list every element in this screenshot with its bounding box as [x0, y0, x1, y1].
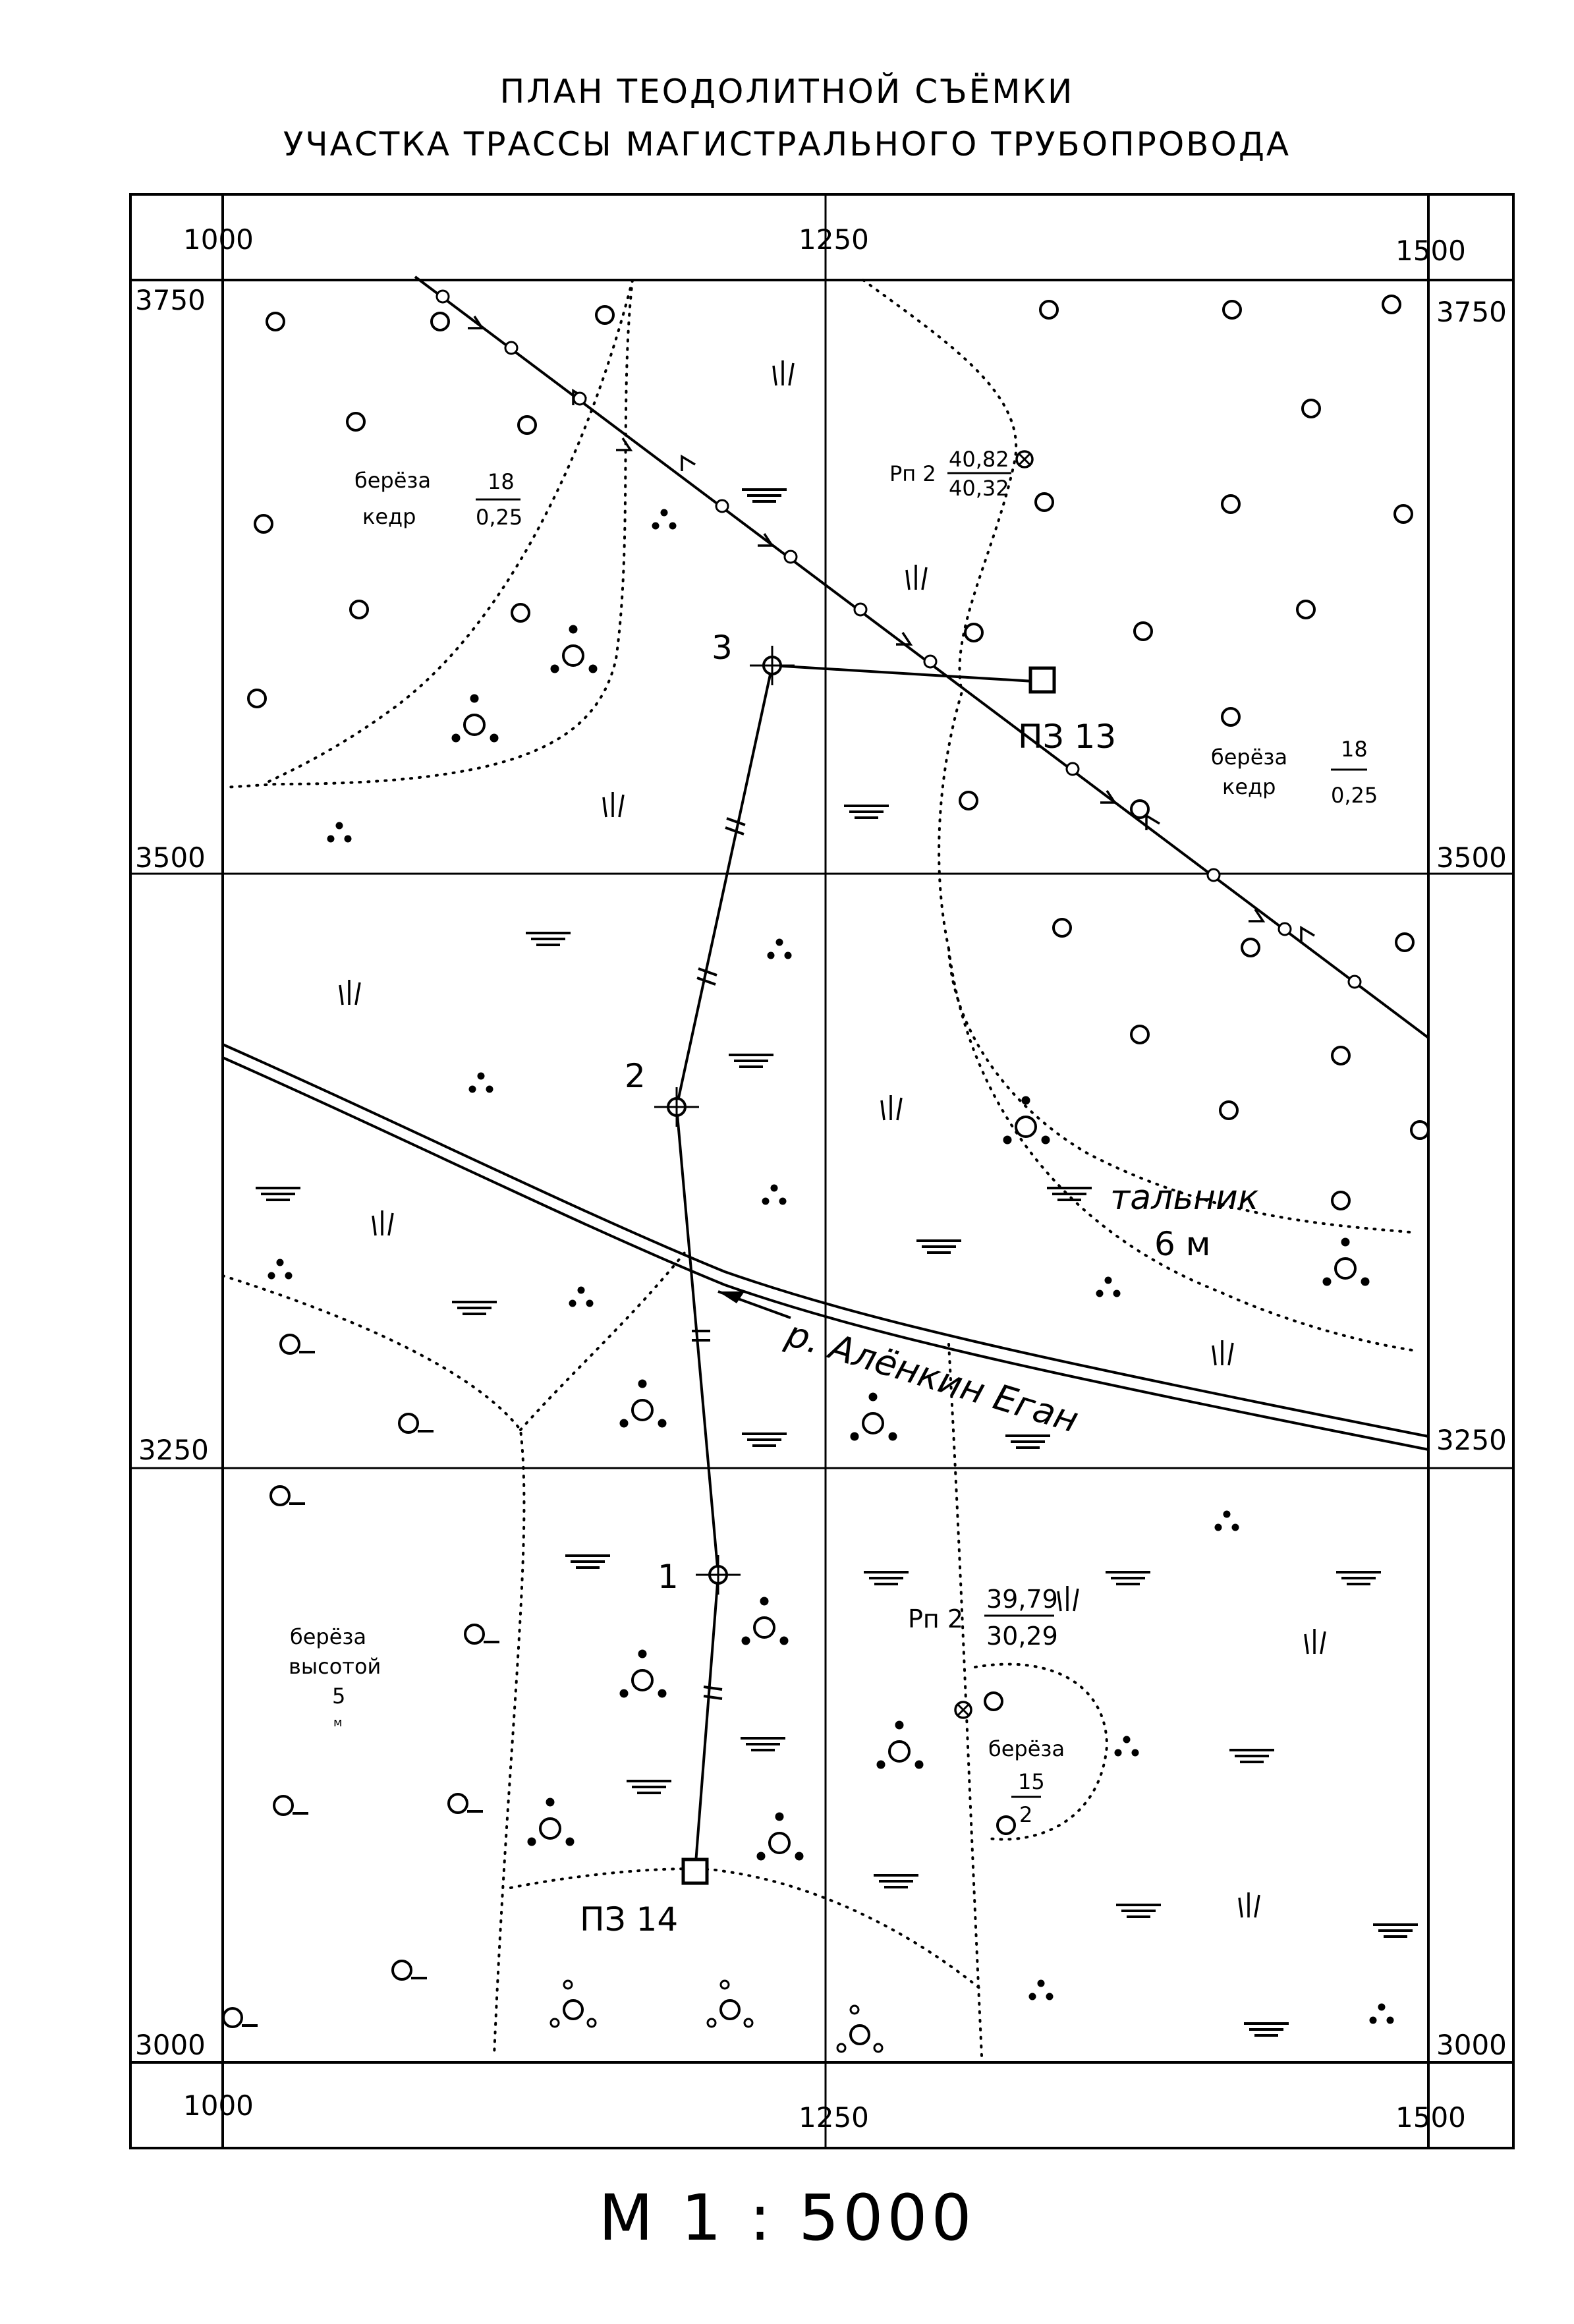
benchmark-bottom-marker — [954, 1701, 972, 1719]
x-label-1500-top: 1500 — [1395, 235, 1466, 267]
station-1-label: 1 — [658, 1558, 679, 1596]
birch-sw-species: берёза — [290, 1624, 366, 1649]
forest-nw-species2: кедр — [362, 504, 416, 529]
x-label-1000-bottom: 1000 — [183, 2089, 254, 2122]
river-flow-arrow — [717, 1290, 791, 1319]
communication-line — [414, 275, 1430, 1039]
shrub-symbols — [222, 1334, 501, 2028]
y-label-3250-left: 3250 — [138, 1434, 209, 1466]
station-1-marker — [694, 1554, 742, 1596]
birch-sw-height: 5 — [332, 1684, 345, 1709]
coordinate-grid — [130, 194, 1513, 2148]
forest-ne-species2: кедр — [1222, 774, 1276, 799]
map-title-line1: ПЛАН ТЕОДОЛИТНОЙ СЪЁМКИ — [499, 72, 1075, 111]
x-label-1250-bottom: 1250 — [799, 2101, 869, 2134]
y-label-3750-left: 3750 — [135, 284, 206, 316]
forest-nw-height: 18 — [488, 469, 515, 494]
benchmark-bottom-denominator: 30,29 — [986, 1622, 1058, 1651]
talnik-height: 6 м — [1154, 1225, 1210, 1263]
x-label-1250-top: 1250 — [799, 223, 869, 256]
pz14-marker — [681, 1857, 709, 1885]
station-3-label: 3 — [712, 629, 733, 667]
x-label-1000-top: 1000 — [183, 223, 254, 256]
marsh-symbols — [254, 488, 1419, 2037]
forest-tree-symbols — [247, 295, 1430, 1835]
benchmark-top-label: Рп 2 — [889, 461, 936, 486]
benchmark-bottom-label: Рп 2 — [908, 1604, 963, 1633]
forest-ne-height: 18 — [1341, 737, 1368, 762]
pz14-label: ПЗ 14 — [580, 1900, 678, 1939]
traverse-line — [675, 664, 1045, 1872]
forest-ne-thickness: 0,25 — [1331, 783, 1378, 808]
forest-nw-thickness: 0,25 — [476, 505, 522, 530]
benchmark-bottom-numerator: 39,79 — [986, 1585, 1058, 1614]
y-label-3500-right: 3500 — [1436, 841, 1507, 874]
birch-se-thickness: 2 — [1019, 1802, 1032, 1827]
y-label-3000-right: 3000 — [1436, 2029, 1507, 2061]
map-title-line2: УЧАСТКА ТРАССЫ МАГИСТРАЛЬНОГО ТРУБОПРОВО… — [283, 125, 1291, 163]
y-label-3500-left: 3500 — [135, 841, 206, 874]
benchmark-top-numerator: 40,82 — [949, 447, 1009, 472]
birch-se-height: 15 — [1018, 1769, 1045, 1794]
talnik-label: тальник — [1110, 1178, 1259, 1218]
y-label-3250-right: 3250 — [1436, 1424, 1507, 1456]
station-2-marker — [653, 1086, 700, 1128]
grass-symbols — [339, 359, 1326, 1919]
river — [222, 1043, 1429, 1451]
forest-nw-species1: берёза — [354, 468, 431, 493]
x-label-1500-bottom: 1500 — [1395, 2101, 1466, 2134]
forest-ne-species1: берёза — [1211, 745, 1287, 770]
y-label-3750-right: 3750 — [1436, 296, 1507, 328]
birch-sw-caption: высотой — [289, 1654, 381, 1679]
pz13-label: ПЗ 13 — [1018, 718, 1116, 756]
benchmark-top-denominator: 40,32 — [949, 476, 1009, 501]
birch-sw-unit: м — [333, 1716, 343, 1730]
three-dot-symbols — [267, 509, 1394, 2024]
pz13-marker — [1028, 666, 1056, 694]
map-scale: М 1 : 5000 — [598, 2181, 976, 2255]
y-label-3000-left: 3000 — [135, 2029, 206, 2061]
station-2-label: 2 — [625, 1057, 646, 1095]
benchmark-top-marker — [1015, 450, 1034, 468]
vegetation-boundaries — [221, 279, 1418, 2057]
station-3-marker — [748, 644, 796, 687]
birch-se-species: берёза — [988, 1736, 1065, 1761]
map-frame — [129, 193, 1515, 2149]
